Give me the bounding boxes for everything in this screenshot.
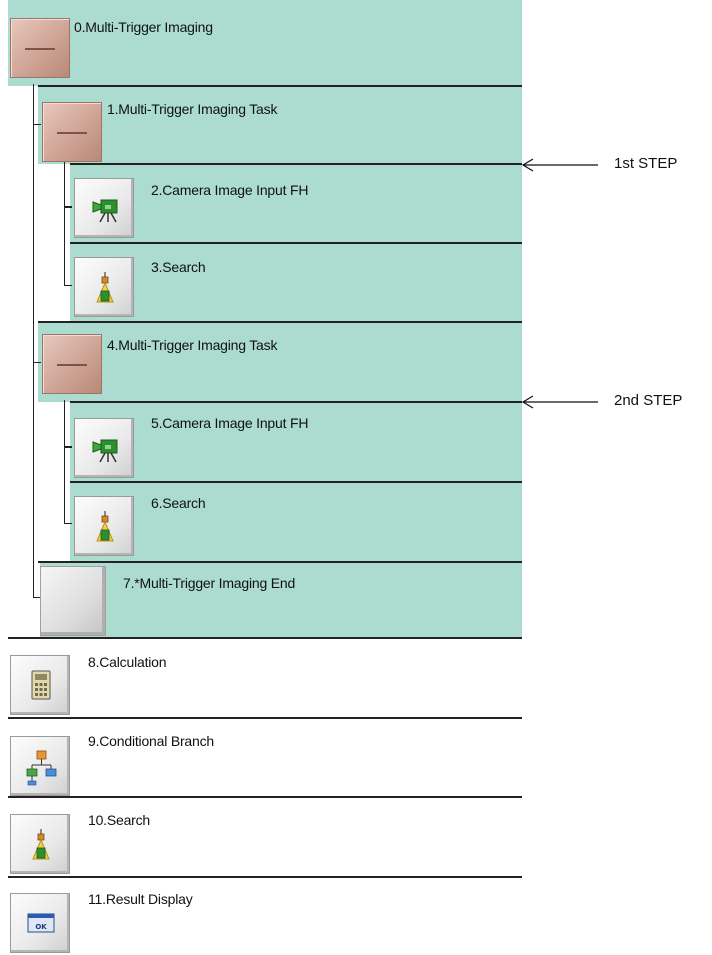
row-separator	[70, 481, 522, 483]
item-label-2[interactable]: 2.Camera Image Input FH	[151, 182, 309, 198]
group-icon[interactable]	[10, 18, 70, 78]
tree-area-white-2	[38, 164, 70, 322]
row-separator	[8, 717, 522, 719]
item-label-5[interactable]: 5.Camera Image Input FH	[151, 415, 309, 431]
camera-icon[interactable]	[74, 178, 134, 238]
tree-connector	[33, 84, 34, 598]
tree-connector	[33, 362, 41, 363]
svg-text:OK: OK	[35, 923, 47, 931]
row-separator	[70, 401, 522, 403]
tree-connector	[33, 597, 41, 598]
item-label-6[interactable]: 6.Search	[151, 495, 206, 511]
row-separator	[8, 876, 522, 878]
step1-annotation: 1st STEP	[614, 155, 678, 172]
item-label-10[interactable]: 10.Search	[88, 812, 151, 828]
camera-icon[interactable]	[74, 418, 134, 478]
branch-icon[interactable]	[10, 736, 70, 796]
row-separator	[70, 163, 522, 165]
item-label-7[interactable]: 7.*Multi-Trigger Imaging End	[123, 575, 296, 591]
tree-connector	[64, 446, 72, 448]
row-separator	[8, 637, 522, 639]
calculator-icon[interactable]	[10, 655, 70, 715]
row-separator	[8, 796, 522, 798]
tree-area-white-4	[38, 562, 40, 638]
group-icon[interactable]	[42, 102, 102, 162]
tree-connector	[64, 206, 72, 208]
item-label-0[interactable]: 0.Multi-Trigger Imaging	[74, 19, 213, 35]
search-icon[interactable]	[74, 496, 134, 556]
tree-connector	[64, 400, 65, 524]
search-icon[interactable]	[74, 257, 134, 317]
row-separator	[38, 321, 522, 323]
item-label-4[interactable]: 4.Multi-Trigger Imaging Task	[107, 337, 278, 353]
group-icon[interactable]	[42, 334, 102, 394]
item-label-11[interactable]: 11.Result Display	[88, 891, 193, 907]
item-label-3[interactable]: 3.Search	[151, 259, 206, 275]
tree-connector	[33, 124, 41, 125]
search-icon[interactable]	[10, 814, 70, 874]
tree-connector	[64, 523, 72, 524]
item-label-8[interactable]: 8.Calculation	[88, 654, 167, 670]
step2-annotation: 2nd STEP	[614, 392, 683, 409]
ok-icon[interactable]: OK	[10, 893, 70, 953]
row-separator	[38, 85, 522, 87]
step1-arrow	[521, 158, 598, 172]
tree-area-white-3	[38, 402, 70, 562]
row-separator	[38, 561, 522, 563]
end-icon[interactable]	[40, 566, 106, 636]
tree-connector	[64, 162, 65, 286]
row-separator	[70, 242, 522, 244]
tree-connector	[64, 285, 72, 286]
step2-arrow	[521, 395, 598, 409]
item-label-1[interactable]: 1.Multi-Trigger Imaging Task	[107, 101, 278, 117]
item-label-9[interactable]: 9.Conditional Branch	[88, 733, 214, 749]
